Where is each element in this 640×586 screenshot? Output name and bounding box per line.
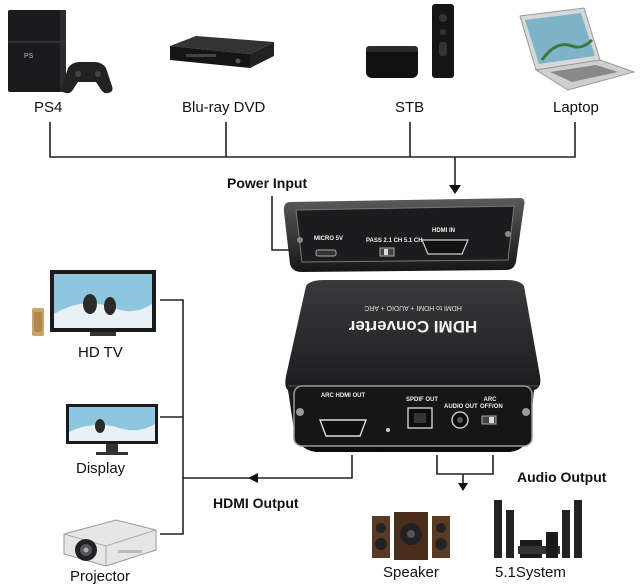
display-label-projector: Projector [70, 568, 131, 585]
audio-label-51system: 5.1System [495, 564, 566, 581]
speaker-icon [370, 510, 452, 564]
source-label-ps4: PS4 [34, 99, 63, 116]
source-label-bluray: Blu-ray DVD [182, 99, 266, 116]
hdmi-output-label: HDMI Output [213, 495, 299, 511]
audio-out-label: AUDIO OUT [444, 404, 478, 410]
projector-icon [56, 514, 160, 570]
converter-body: HDMI Converter HDMI to HDMI + AUDIO + AR… [284, 280, 542, 454]
hdmi-in-label: HDMI IN [432, 228, 455, 234]
svg-text:PS: PS [24, 53, 34, 60]
source-label-stb: STB [395, 99, 425, 116]
micro-5v-label: MICRO 5V [314, 236, 344, 242]
display-label-hdtv: HD TV [78, 344, 123, 361]
converter-subtitle: HDMI to HDMI + AUDIO + ARC [364, 304, 462, 311]
display-label-display: Display [76, 460, 126, 477]
converter-back-panel: MICRO 5V PASS 2.1 CH 5.1 CH HDMI IN [280, 196, 530, 274]
audio-label-speaker: Speaker [383, 564, 439, 581]
hdtv-icon [30, 268, 160, 340]
monitor-icon [64, 402, 160, 458]
settop-box-icon [362, 2, 462, 82]
source-label-laptop: Laptop [553, 99, 599, 116]
surround-system-icon [488, 496, 588, 562]
spdif-out-label: SPDIF OUT [406, 397, 439, 403]
arc-switch-label: ARC OFF/ON [480, 397, 503, 410]
laptop-icon [512, 6, 636, 94]
audio-output-label: Audio Output [517, 469, 607, 485]
arc-hdmi-out-label: ARC HDMI OUT [320, 393, 366, 399]
bluray-player-icon [166, 34, 276, 74]
converter-title: HDMI Converter [348, 317, 478, 336]
power-input-label: Power Input [227, 175, 308, 191]
pass-switch-label: PASS 2.1 CH 5.1 CH [366, 238, 423, 244]
ps4-console-icon: PS [6, 6, 116, 98]
